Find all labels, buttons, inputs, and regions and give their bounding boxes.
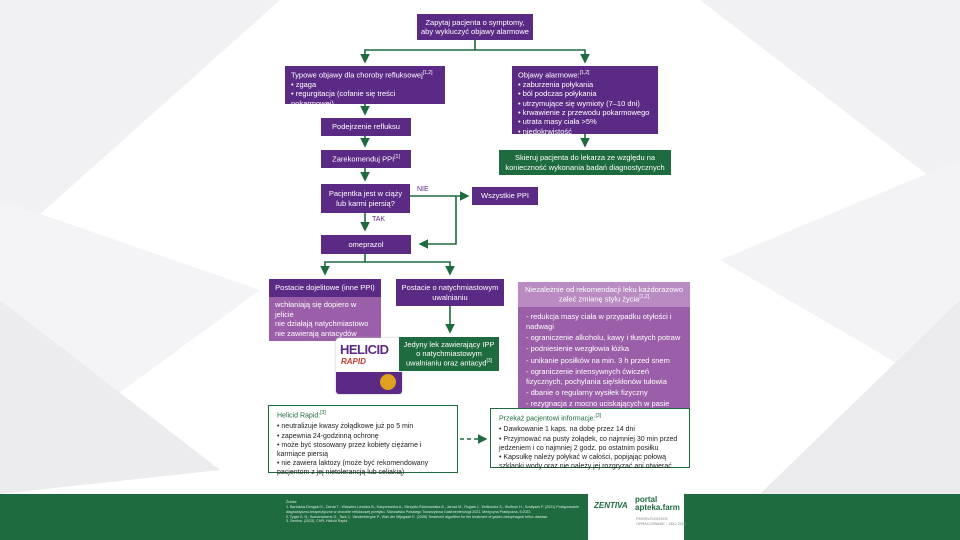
immediate-release-box: Postacie o natychmiastowym uwalnianiu [396, 279, 504, 306]
info-title: Przekaż pacjentowi informacje: [499, 415, 596, 423]
alarm-item: utrzymujące się wymioty (7–10 dni) [518, 99, 652, 108]
info-item: Kapsułkę należy połykać w całości, popij… [499, 453, 681, 471]
typical-item: zgaga [291, 80, 439, 89]
typical-item: regurgitacja (cofanie się treści pokarmo… [291, 89, 439, 108]
recommend-box: Zarekomenduj PPI[1] [321, 150, 411, 168]
info-item: Przyjmować na pusty żołądek, co najmniej… [499, 435, 681, 453]
start-box: Zapytaj pacjenta o symptomy, aby wyklucz… [417, 14, 533, 40]
only-sup: [3] [486, 358, 493, 365]
omeprazol-box: omeprazol [321, 235, 411, 254]
refer-text: Skieruj pacjenta do lekarza ze względu n… [505, 153, 665, 172]
lifestyle-item: ograniczenie alkoholu, kawy i tłustych p… [526, 332, 682, 343]
omeprazol-text: omeprazol [348, 239, 384, 249]
only-drug-box: Jedyny lek zawierający IPP o natychmiast… [399, 337, 499, 371]
delayed-item: nie zawierają antacydów [275, 328, 357, 338]
helicid-title: Helicid Rapid: [277, 412, 321, 420]
delayed-item: nie działają natychmiastowo [275, 319, 369, 329]
patient-info-box: Przekaż pacjentowi informacje:[3] Dawkow… [490, 408, 690, 471]
ref-item: 1. Bartnicka-Dengalo K., Derda T., Wdowi… [286, 504, 579, 514]
lifestyle-item: redukcja masy ciała w przypadku otyłości… [526, 311, 682, 332]
immediate-text: Postacie o natychmiastowym uwalnianiu [401, 283, 499, 302]
alarm-title: Objawy alarmowe: [518, 70, 580, 80]
product-rapid: RAPID [341, 357, 366, 366]
recommend-sup: [1] [394, 154, 400, 161]
portal-line2: apteka.farm [635, 503, 680, 512]
info-item: Dawkowanie 1 kaps. na dobę przez 14 dni [499, 425, 681, 434]
pregnancy-box: Pacjentka jest w ciąży lub karmi piersią… [321, 184, 410, 213]
all-ppi-text: Wszystkie PPI [481, 191, 529, 201]
lifestyle-item: podniesienie wezgłowia łóżka [526, 343, 682, 354]
lifestyle-item: dbanie o regularny wysiłek fizyczny [526, 387, 682, 398]
info-sup: [3] [595, 413, 602, 419]
helicid-item: zapewnia 24-godzinną ochronę [277, 432, 449, 441]
portal-logo: portal apteka.farm [635, 496, 680, 512]
refer-box: Skieruj pacjenta do lekarza ze względu n… [499, 150, 671, 175]
pregnancy-text: Pacjentka jest w ciąży lub karmi piersią… [328, 189, 403, 208]
lifestyle-item: ograniczenie intensywnych ćwiczeń fizycz… [526, 366, 682, 387]
delayed-title: Postacie dojelitowe (inne PPI) [275, 283, 375, 292]
lifestyle-box: Niezależnie od rekomendacji leku każdora… [518, 282, 690, 423]
alarm-item: utrata masy ciała >5% [518, 117, 652, 126]
delayed-release-box: Postacie dojelitowe (inne PPI) wchłaniaj… [269, 279, 381, 341]
ref-item: 2. Tygat G. N., Boeckxstaens G., Tack J.… [286, 514, 549, 519]
lifestyle-sup: [1,2] [639, 294, 650, 301]
typical-title: Typowe objawy dla choroby refluksowej [291, 70, 423, 80]
ref-item: 3. Zentiva. (2023). ChPL Helicid Rapid. [286, 519, 349, 524]
all-ppi-box: Wszystkie PPI [472, 187, 538, 205]
start-text: Zapytaj pacjenta o symptomy, aby wyklucz… [421, 17, 529, 36]
no-label: NIE [417, 186, 429, 193]
portal-line1: portal [635, 495, 658, 504]
code-text: PM/HELR/2023/05 [636, 517, 668, 521]
document-code: PM/HELR/2023/05 OPRACOWANIE – MAJ 2023 [636, 517, 686, 528]
lifestyle-title: Niezależnie od rekomendacji leku każdora… [524, 285, 683, 304]
helicid-sup: [3] [320, 410, 326, 416]
alarm-item: zaburzenia połykania [518, 80, 652, 89]
lifestyle-item: unikanie posiłków na min. 3 h przed snem [526, 355, 682, 366]
date-text: OPRACOWANIE – MAJ 2023 [636, 522, 687, 527]
helicid-item: nie zawiera laktozy (może być rekomendow… [277, 459, 449, 477]
product-image: HELICID RAPID [336, 338, 402, 394]
delayed-item: wchłaniają się dopiero w jelicie [275, 300, 357, 319]
footer-band [0, 494, 960, 540]
alarm-item: krwawienie z przewodu pokarmowego [518, 108, 652, 117]
helicid-item: neutralizuje kwasy żołądkowe już po 5 mi… [277, 422, 449, 431]
product-name: HELICID [340, 342, 389, 357]
capsule-icon [380, 374, 396, 390]
refs-title: Źródła: [286, 500, 298, 504]
yes-label: TAK [372, 216, 386, 223]
alarm-sup: [1,2] [579, 70, 590, 76]
recommend-text: Zarekomenduj PPI [332, 154, 395, 164]
alarm-symptoms-box: Objawy alarmowe:[1,2] zaburzenia połykan… [512, 66, 658, 136]
references: Źródła: 1. Bartnicka-Dengalo K., Derda T… [286, 500, 586, 524]
suspicion-text: Podejrzenie refluksu [332, 122, 400, 132]
logo-panel [588, 494, 684, 540]
helicid-item: może być stosowany przez kobiety ciężarn… [277, 441, 449, 459]
typical-symptoms-box: Typowe objawy dla choroby refluksowej[1,… [285, 66, 445, 108]
zentiva-logo: ZENTIVA [594, 501, 628, 510]
helicid-info-box: Helicid Rapid:[3] neutralizuje kwasy żoł… [268, 405, 458, 476]
alarm-item: niedokrwistość [518, 127, 652, 136]
suspicion-box: Podejrzenie refluksu [321, 118, 411, 136]
only-text: Jedyny lek zawierający IPP o natychmiast… [403, 339, 495, 368]
typical-sup: [1,2] [422, 70, 433, 76]
alarm-item: ból podczas połykania [518, 89, 652, 98]
